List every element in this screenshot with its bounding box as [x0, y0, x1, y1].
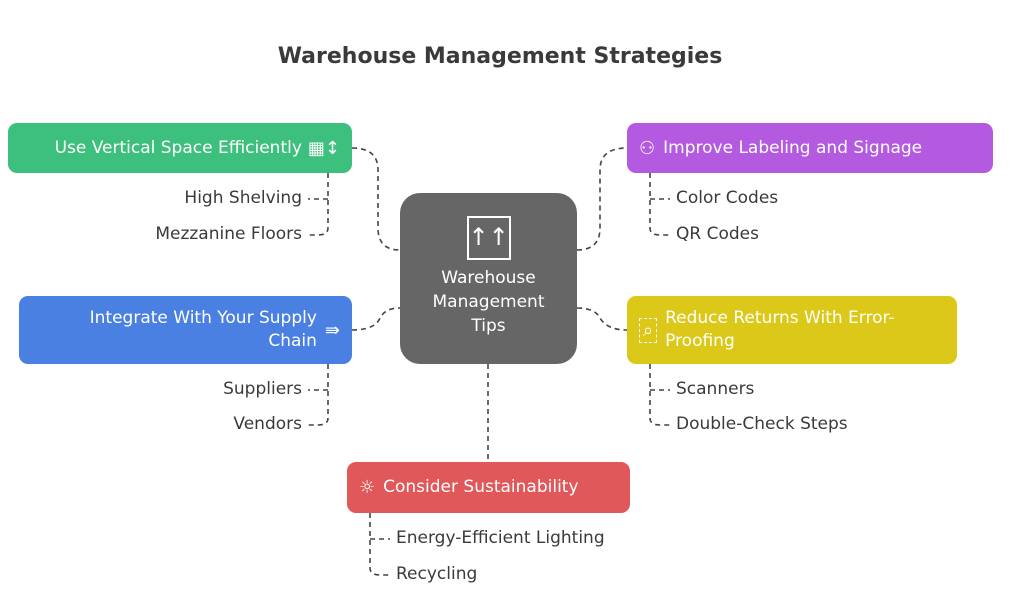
branch-label: Consider Sustainability [383, 477, 579, 497]
center-label-line: Warehouse [441, 268, 536, 288]
grid-vertical-arrows-icon: ▦↕ [307, 137, 340, 159]
conveyor-icon: ⇛ [324, 319, 340, 341]
center-label-line: Tips [471, 316, 506, 336]
branch-supply-chain: Integrate With Your Supply Chain ⇛ [19, 296, 352, 364]
branch-label: Improve Labeling and Signage [663, 137, 923, 158]
sub-item: Recycling [396, 564, 478, 584]
diagram-title: Warehouse Management Strategies [277, 44, 723, 69]
branch-label: Use Vertical Space Efficiently [54, 137, 302, 158]
sub-item: Vendors [233, 414, 302, 434]
magnify-scan-icon: ⌕ [639, 317, 658, 343]
sub-item: Mezzanine Floors [155, 224, 302, 244]
branch-labeling: ⚇ Improve Labeling and Signage [627, 123, 993, 173]
sub-item: QR Codes [676, 224, 759, 244]
branch-vertical-space: Use Vertical Space Efficiently ▦↕ [8, 123, 352, 173]
sub-item: High Shelving [184, 188, 302, 208]
branch-error-proofing: ⌕ Reduce Returns With Error-Proofing [627, 296, 957, 364]
branch-sustainability: ☼ Consider Sustainability [347, 462, 630, 513]
branch-label: Integrate With Your Supply Chain [89, 308, 317, 351]
sub-item: Suppliers [223, 379, 302, 399]
sub-item: Energy-Efficient Lighting [396, 528, 605, 548]
sub-item: Scanners [676, 379, 755, 399]
person-sign-icon: ⚇ [639, 137, 656, 159]
sun-leaf-icon: ☼ [359, 477, 376, 498]
central-node: ↑↑ Warehouse Management Tips [400, 193, 577, 364]
center-label-line: Management [432, 292, 545, 312]
sub-item: Double-Check Steps [676, 414, 848, 434]
arrows-up-box-icon: ↑↑ [466, 216, 511, 260]
sub-item: Color Codes [676, 188, 779, 208]
branch-label: Reduce Returns With Error-Proofing [665, 308, 895, 351]
